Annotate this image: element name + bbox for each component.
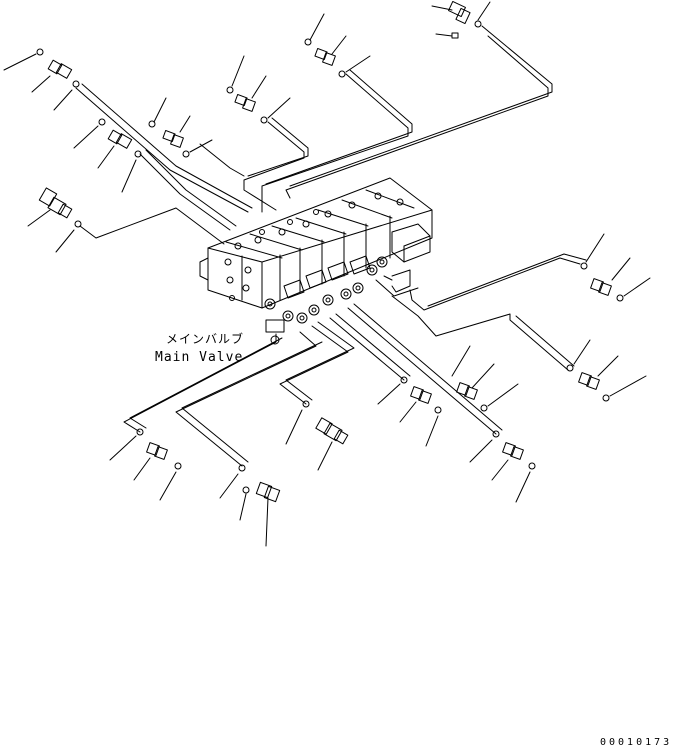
fittings <box>3 1 651 547</box>
connector-fitting-10 <box>469 430 536 503</box>
connector-fitting-4 <box>3 48 80 111</box>
connector-fitting-8 <box>451 345 519 412</box>
connector-fitting-11 <box>109 428 182 501</box>
connector-fitting-3 <box>148 97 213 158</box>
connector-fitting-7 <box>566 339 647 402</box>
main-valve-label-japanese: メインバルブ <box>166 332 245 346</box>
elbow-fitting-top-right <box>431 1 491 39</box>
main-valve-block <box>199 177 433 345</box>
hose-routes <box>75 25 587 467</box>
connector-fitting-9 <box>377 376 442 447</box>
main-valve-label-english: Main Valve <box>155 350 244 365</box>
connector-fitting-12 <box>219 464 281 547</box>
connector-fitting-5 <box>73 118 142 193</box>
elbow-fitting-left <box>27 187 82 253</box>
connector-fitting-1 <box>304 13 371 78</box>
connector-fitting-6 <box>580 233 651 302</box>
drawing-code: 00010173 <box>600 737 673 748</box>
connector-fitting-2 <box>226 55 291 124</box>
elbow-fitting-lower <box>285 400 349 471</box>
